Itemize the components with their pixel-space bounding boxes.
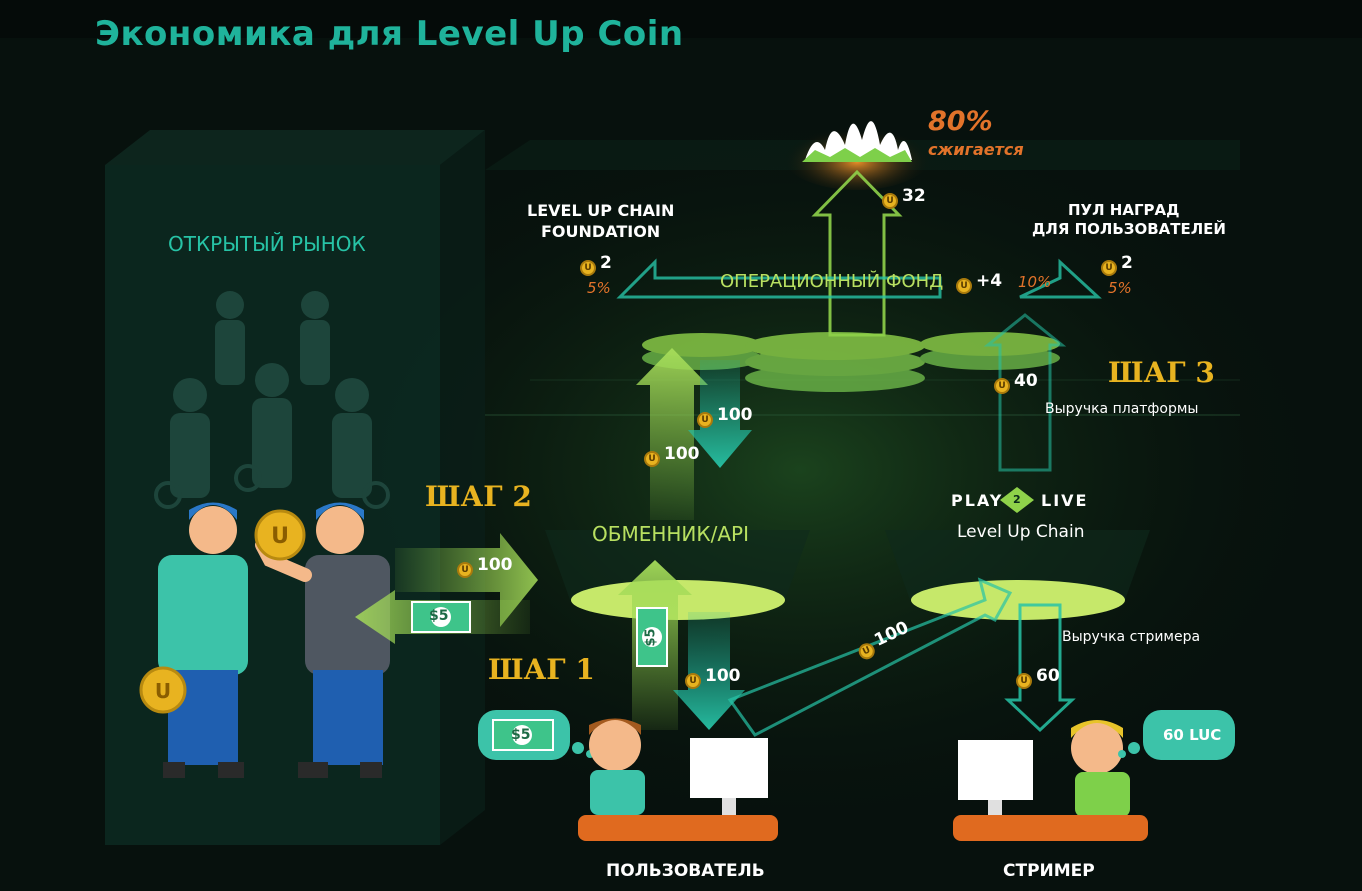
platform-revenue-arrow [983,313,1067,472]
investor-person-right [255,502,390,778]
burn-label: сжигается [928,140,1024,159]
coin-icon: U [580,260,596,276]
ops-fund-label: ОПЕРАЦИОННЫЙ ФОНД [720,271,944,292]
foundation-percent: 5% [587,279,611,297]
coin-icon: U [956,278,972,294]
coin-icon: U [457,562,473,578]
step1-coin-arrow [673,612,745,730]
platform-label: Level Up Chain [957,522,1085,542]
coin-icon: U [644,451,660,467]
svg-text:U: U [271,524,289,549]
user-bubble-cash: $5 [511,727,531,743]
play2live-logo-left: PLAY [951,491,1004,510]
rewards-pool-label-line2: ДЛЯ ПОЛЬЗОВАТЕЛЕЙ [1032,220,1226,238]
rewards-pool-arrow [1019,258,1102,299]
ops-fund-percent: 10% [1018,273,1052,291]
coin-stacks [642,332,1060,392]
streamer-workstation [953,720,1148,841]
coin-icon: U [1101,260,1117,276]
step2-label: ШАГ 2 [425,480,532,513]
streamer-bubble-text: 60 LUC [1163,726,1222,744]
streamer-speech-bubble [1118,710,1235,760]
step3-label: ШАГ 3 [1108,356,1215,389]
ops-fund-amount: U+4 [956,271,1002,294]
investor-person-left [158,502,248,778]
rewards-pool-label-line1: ПУЛ НАГРАД [1068,201,1180,219]
coin-icon: U [1016,673,1032,689]
big-coin-icon: U U [139,509,306,714]
coin-icon: U [697,412,713,428]
transfer-arrow [727,577,1013,737]
exchanger-label: ОБМЕННИК/API [592,522,749,546]
step2-cash-value: $5 [429,608,449,624]
cash-note-icon [411,601,668,667]
rewards-pool-percent: 5% [1108,279,1132,297]
user-label: ПОЛЬЗОВАТЕЛЬ [606,861,765,881]
burn-arrow [811,169,903,337]
play2live-platform [885,530,1150,620]
step1-cash-value: $5 [643,628,659,647]
burn-percent: 80% [928,106,993,137]
exchanger-down-arrow [688,360,752,468]
play2live-logo-icon [1000,487,1034,513]
exchanger-up-arrow [636,348,708,520]
open-market-label: ОТКРЫТЫЙ РЫНОК [168,232,366,256]
foundation-label-line1: LEVEL UP CHAIN [527,201,675,220]
streamer-revenue-caption: Выручка стримера [1062,629,1201,645]
foundation-arrow [616,258,942,299]
svg-text:U: U [155,679,171,703]
user-speech-bubble [478,710,594,760]
step3-caption: Выручка платформы [1045,401,1199,417]
fire-icon [782,120,932,190]
foundation-label-line2: FOUNDATION [541,222,661,241]
page-title: Экономика для Level Up Coin [95,14,684,54]
play2live-logo-mid: 2 [1013,493,1021,506]
coin-icon: U [685,673,701,689]
streamer-revenue-arrow [1004,603,1076,733]
coin-icon: U [994,378,1010,394]
crowd-silhouettes-icon [154,291,390,509]
coin-icon: U [882,193,898,209]
user-workstation [578,718,778,841]
play2live-logo-right: LIVE [1041,491,1089,510]
step1-label: ШАГ 1 [488,653,595,686]
streamer-label: СТРИМЕР [1003,861,1095,881]
